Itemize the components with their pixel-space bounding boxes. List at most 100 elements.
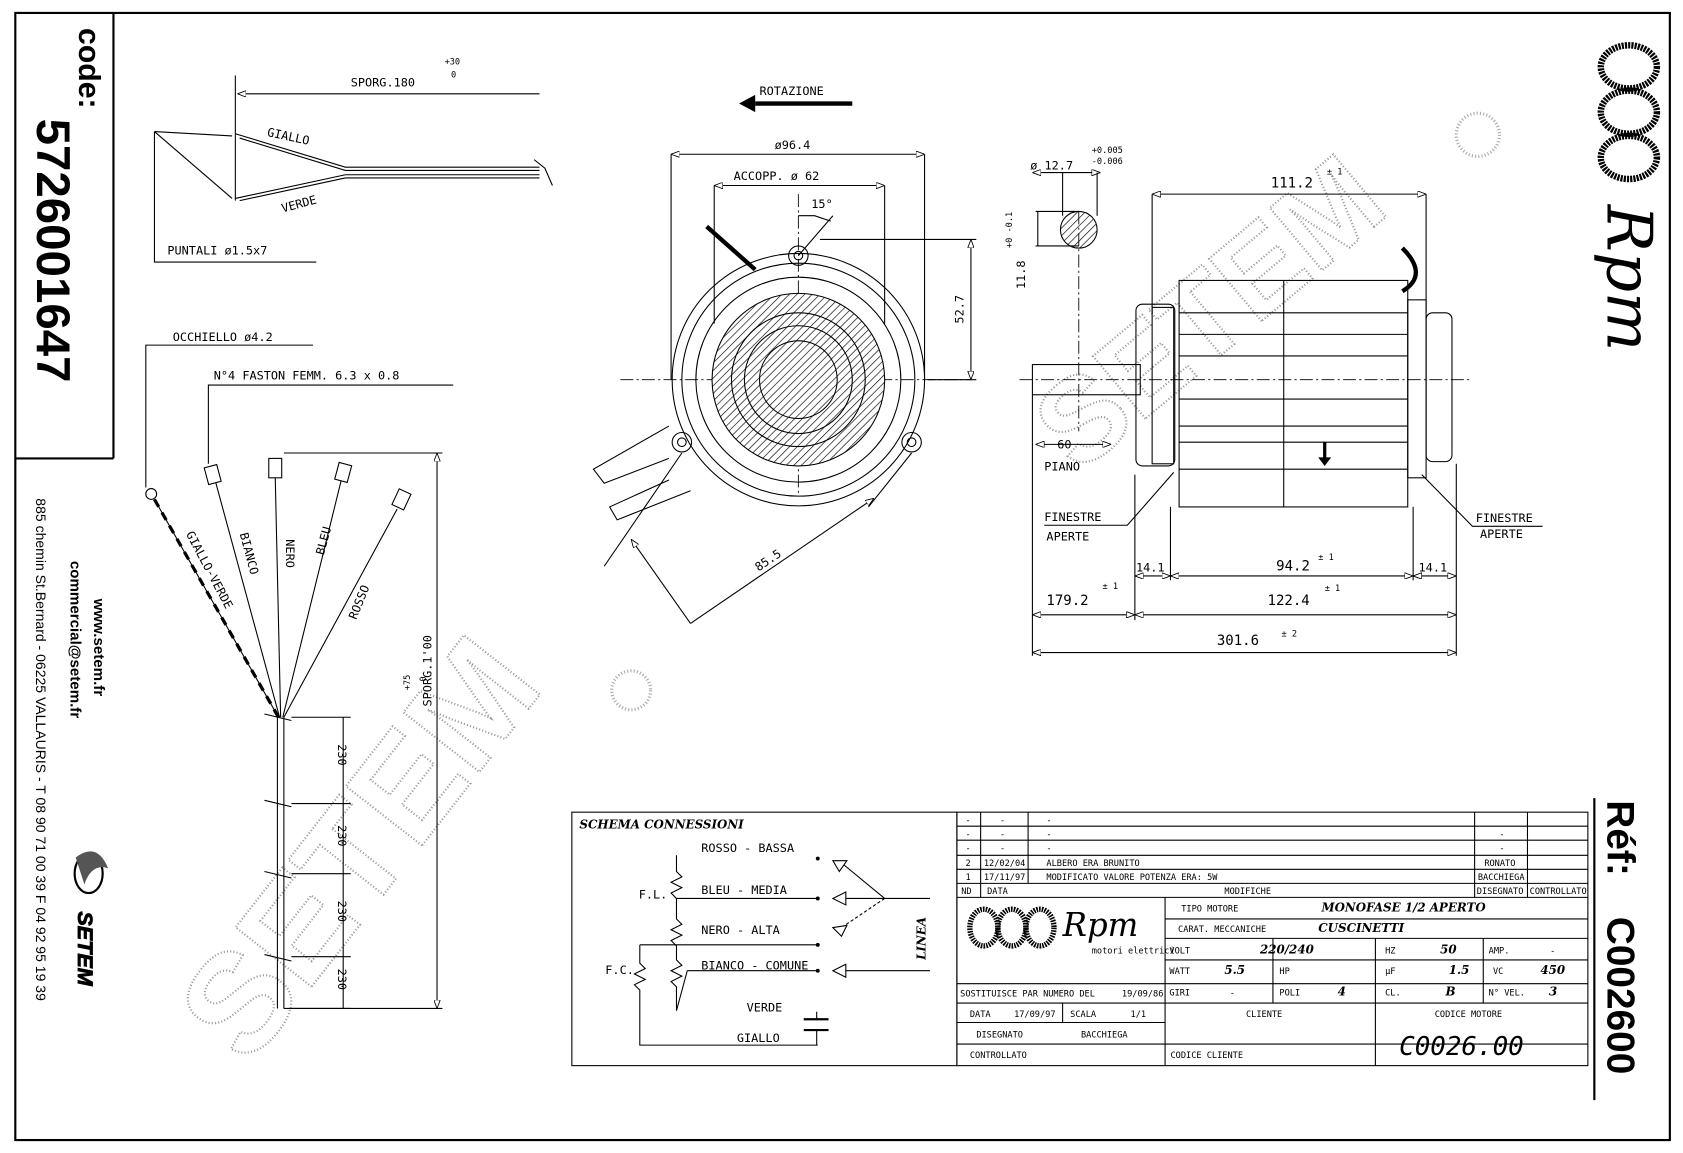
wire-detail: SPORG.180 +30 0 GIALLO VERDE PUNTALI ø1.… [153,58,553,263]
right-panel: Rpm Réf: C002600 [1592,42,1665,1101]
svg-text:12/02/04: 12/02/04 [984,859,1025,869]
svg-text:17/09/97: 17/09/97 [1014,1010,1055,1020]
svg-text:ACCOPP. ø 62: ACCOPP. ø 62 [734,169,820,183]
svg-text:-: - [1000,830,1005,840]
svg-text:ø96.4: ø96.4 [775,138,811,152]
svg-text:PUNTALI ø1.5x7: PUNTALI ø1.5x7 [167,244,267,258]
ref-label: Réf: [1598,800,1641,875]
rpm-logo-small: Rpm motori elettrici [967,906,1175,956]
svg-text:1.5: 1.5 [1449,963,1470,977]
svg-text:1: 1 [966,873,971,883]
svg-text:SCHEMA CONNESSIONI: SCHEMA CONNESSIONI [579,817,744,831]
svg-text:-: - [1499,830,1504,840]
svg-text:GIALLO: GIALLO [266,125,311,148]
svg-text:50: 50 [1440,942,1457,956]
svg-text:CONTROLLATO: CONTROLLATO [1530,887,1587,897]
svg-text:3: 3 [1549,985,1557,999]
svg-text:122.4: 122.4 [1268,593,1310,609]
svg-text:179.2: 179.2 [1046,593,1088,609]
svg-text:µF: µF [1385,967,1395,977]
svg-text:-: - [1230,989,1235,999]
svg-text:5.5: 5.5 [1224,963,1245,977]
svg-text:motori elettrici: motori elettrici [1092,946,1175,956]
svg-text:-: - [1000,816,1005,826]
svg-text:14.1: 14.1 [1419,561,1448,575]
svg-text:APERTE: APERTE [1480,527,1523,541]
front-view: ROTAZIONE ø96.4 ACCOPP. ø 62 15° 52.7 85… [592,84,977,624]
rpm-logo-coils [1597,42,1661,183]
svg-text:CONTROLLATO: CONTROLLATO [970,1051,1027,1061]
svg-text:450: 450 [1540,963,1566,977]
svg-text:NERO: NERO [283,539,297,568]
svg-text:2: 2 [966,859,971,869]
svg-text:SPORG.180: SPORG.180 [351,75,415,89]
svg-text:TIPO MOTORE: TIPO MOTORE [1181,904,1238,914]
svg-text:BACCHIEGA: BACCHIEGA [1478,873,1525,883]
svg-text:BACCHIEGA: BACCHIEGA [1081,1031,1128,1041]
svg-text:F.C.: F.C. [605,963,634,977]
left-panel: code: 5726001647 www.setem.fr commercial… [15,12,115,1001]
svg-text:BIANCO - COMUNE: BIANCO - COMUNE [701,959,808,973]
svg-text:CLIENTE: CLIENTE [1246,1010,1282,1020]
svg-text:11.8: 11.8 [1014,260,1028,289]
svg-text:15°: 15° [811,197,832,211]
svg-text:-: - [966,844,971,854]
svg-text:VC: VC [1493,967,1503,977]
svg-text:F.L.: F.L. [639,887,668,901]
sheet-border [14,11,1671,1142]
svg-text:N°4 FASTON FEMM. 6.3 x 0.8: N°4 FASTON FEMM. 6.3 x 0.8 [214,369,400,383]
svg-text:MONOFASE 1/2 APERTO: MONOFASE 1/2 APERTO [1320,900,1486,914]
svg-text:CUSCINETTI: CUSCINETTI [1318,921,1404,935]
svg-text:1/1: 1/1 [1131,1010,1147,1020]
svg-text:ND: ND [961,887,971,897]
svg-text:VOLT: VOLT [1169,946,1190,956]
rpm-logo-text: Rpm [1592,204,1665,351]
svg-text:MODIFICHE: MODIFICHE [1224,887,1271,897]
svg-text:GIRI: GIRI [1169,989,1190,999]
svg-text:0: 0 [419,676,429,681]
svg-text:-: - [1046,830,1051,840]
svg-text:± 1: ± 1 [1318,553,1334,563]
svg-text:14.1: 14.1 [1136,561,1165,575]
svg-text:301.6: 301.6 [1217,633,1259,649]
svg-text:60: 60 [1057,438,1071,452]
svg-text:-: - [1000,844,1005,854]
svg-text:ROSSO: ROSSO [346,583,372,621]
svg-text:VERDE: VERDE [747,1001,783,1015]
svg-text:B: B [1445,985,1456,999]
svg-text:GIALLO: GIALLO [737,1031,780,1045]
svg-text:DATA: DATA [987,887,1009,897]
svg-text:RONATO: RONATO [1484,859,1515,869]
svg-text:HP: HP [1279,967,1289,977]
svg-text:SCALA: SCALA [1070,1010,1097,1020]
svg-text:LINEA: LINEA [915,917,929,961]
svg-text:BIANCO: BIANCO [237,531,262,576]
svg-text:± 1: ± 1 [1103,582,1119,592]
svg-text:HZ: HZ [1385,946,1395,956]
svg-text:NERO - ALTA: NERO - ALTA [701,923,780,937]
ref-value: C002600 [1598,917,1641,1075]
svg-text:52.7: 52.7 [952,295,966,324]
svg-text:0: 0 [451,71,456,81]
code-label: code: [72,28,105,109]
svg-text:APERTE: APERTE [1046,529,1089,543]
setem-logo: SETEM [72,851,109,987]
svg-text:-: - [1046,816,1051,826]
svg-text:+0.005: +0.005 [1092,146,1123,156]
svg-text:230: 230 [335,901,349,922]
svg-text:DATA: DATA [970,1010,992,1020]
address: 885 chemin St.Bernard - 06225 VALLAURIS … [33,498,49,1001]
email: commercial@setem.fr [66,561,83,718]
connection-schema: SCHEMA CONNESSIONI ROSSO - BASSA BLEU - … [571,811,958,1067]
svg-text:-: - [966,816,971,826]
svg-text:MODIFICATO VALORE POTENZA ERA:: MODIFICATO VALORE POTENZA ERA: 5W [1046,873,1218,883]
svg-text:SETEM: SETEM [73,911,98,986]
svg-text:230: 230 [335,969,349,990]
svg-text:WATT: WATT [1169,967,1190,977]
svg-text:+0 -0.1: +0 -0.1 [1005,212,1015,248]
svg-text:AMP.: AMP. [1489,946,1510,956]
svg-text:PIANO: PIANO [1044,459,1080,473]
svg-text:ROTAZIONE: ROTAZIONE [760,84,824,98]
